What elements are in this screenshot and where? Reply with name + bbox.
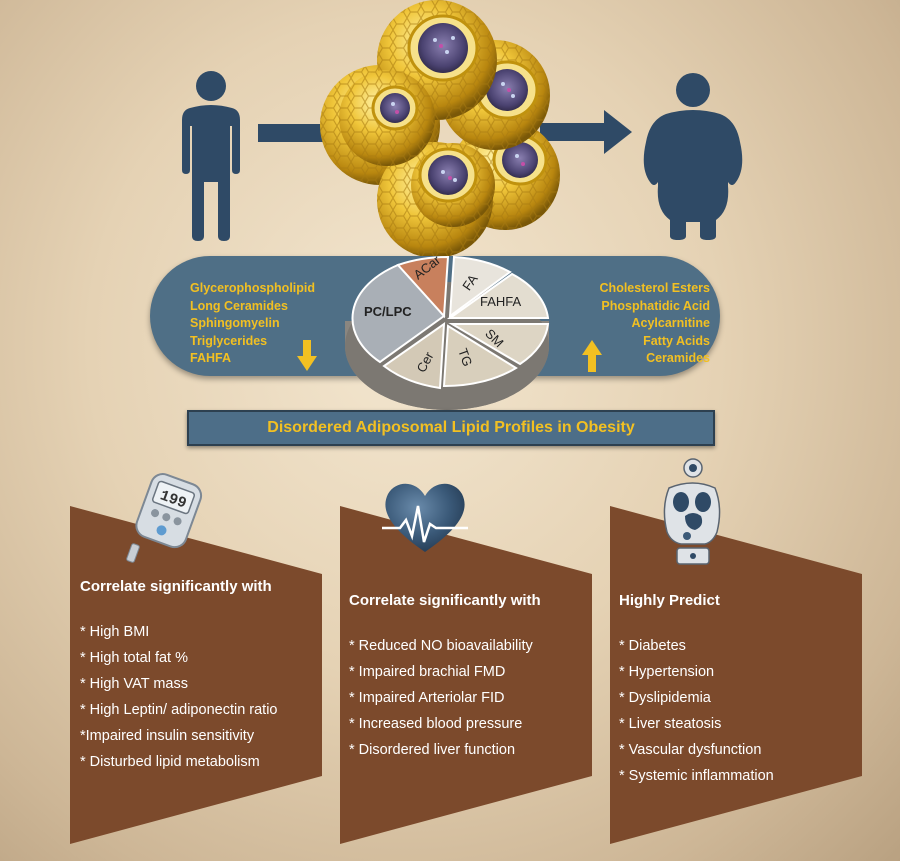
panel-anthropometric [70,506,322,844]
pie-slice-tg [442,324,518,388]
lipid-item: Cholesterol Esters [599,281,710,295]
panel-item: * High Leptin/ adiponectin ratio [80,702,278,718]
panel-heading: Highly Predict [619,592,720,609]
body-organs-icon [663,458,721,565]
panel-item: * Dyslipidemia [619,690,711,706]
panel-item: * Reduced NO bioavailability [349,638,533,654]
pie-slice-fahfa [446,272,550,319]
lipid-item: FAHFA [190,351,231,365]
lipid-item: Fatty Acids [643,333,710,348]
up-arrow-icon [582,340,602,372]
panel-item: * Disordered liver function [349,742,516,758]
panel-heading: Correlate significantly with [349,592,541,609]
decreased-lipids-list: Glycerophospholipid Long Ceramides Sphin… [190,280,315,368]
lipid-class-pie: ACar FA FAHFA PC/LPC SM TG Cer [345,252,550,410]
lipid-item: Phosphatidic Acid [601,298,710,313]
panel-2-text: Correlate significantly with * Reduced N… [349,592,541,763]
panel-item: * Liver steatosis [619,716,722,732]
panel-heading: Correlate significantly with [80,578,272,595]
person-icon [182,71,240,241]
panel-3-text: Highly Predict * Diabetes * Hypertension… [619,592,774,789]
obese-person-icon [643,73,743,240]
pie-label-tg: TG [455,346,475,368]
right-arrow-icon [540,110,632,154]
pie-slice-sm [448,323,550,366]
panel-prediction [610,506,862,844]
panel-vascular [340,506,592,844]
lipid-item: Acylcarnitine [631,316,710,330]
lipid-item: Triglycerides [190,333,268,348]
panel-1-text: Correlate significantly with * High BMI … [80,578,278,775]
panel-item: * Impaired Arteriolar FID [349,690,505,706]
panel-item: * Impaired brachial FMD [349,664,506,680]
panel-item: * Disturbed lipid metabolism [80,754,260,770]
lipid-item: Glycerophospholipid [190,281,316,295]
heart-icon [382,483,468,552]
panel-item: * Hypertension [619,664,715,680]
panel-item: * Systemic inflammation [619,768,774,784]
pie-slice-acar [396,255,450,319]
adipocyte-cluster [320,0,560,258]
pie-slice-fa [448,255,512,319]
glucometer-icon: 199 [126,473,203,563]
panel-item: * Increased blood pressure [349,716,523,732]
panel-item: * High VAT mass [80,676,188,692]
panel-item: * Diabetes [619,638,686,654]
panel-item: * Vascular dysfunction [619,742,762,758]
down-arrow-icon [297,340,317,371]
panel-item: *Impaired insulin sensitivity [80,728,255,744]
lipid-item: Long Ceramides [190,298,288,313]
panel-item: * High total fat % [80,650,188,666]
diagram-title: Disordered Adiposomal Lipid Profiles in … [187,410,715,446]
pie-label-fahfa: FAHFA [480,294,522,309]
pie-label-pclpc: PC/LPC [364,304,412,319]
lipid-item: Ceramides [646,351,710,365]
panel-item: * High BMI [80,624,150,640]
lipid-item: Sphingomyelin [190,316,280,330]
pie-slice-pclpc [351,263,446,364]
increased-lipids-list: Cholesterol Esters Phosphatidic Acid Acy… [600,280,710,368]
pie-slice-cer [382,321,446,390]
